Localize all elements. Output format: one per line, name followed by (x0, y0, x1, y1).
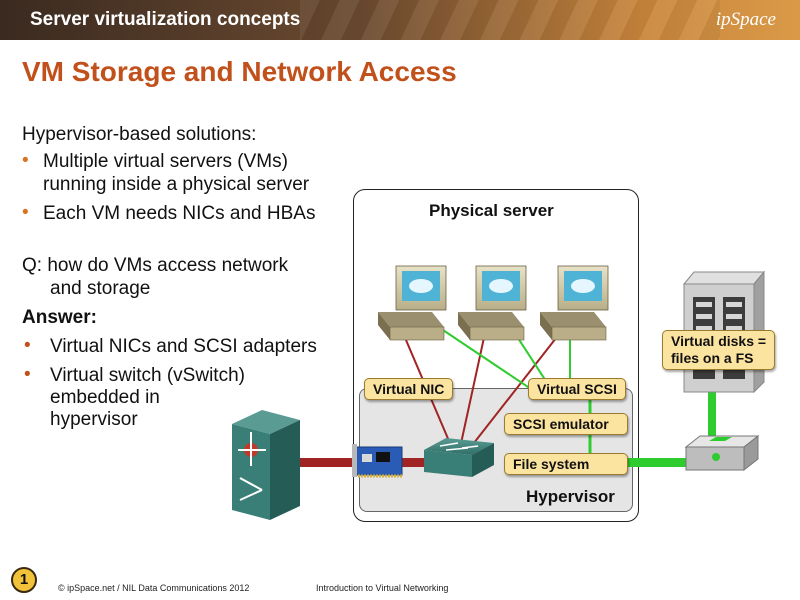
virtual-scsi-label: Virtual SCSI (528, 378, 626, 400)
answer-1-line1: Virtual NICs and SCSI adapters (50, 336, 317, 357)
slide-title: VM Storage and Network Access (22, 56, 457, 87)
answer-bullet-marker: • (24, 364, 31, 385)
uplink-cable (298, 458, 362, 467)
vm-computer-icon (458, 265, 527, 341)
question-line1: Q: how do VMs access network (22, 255, 289, 276)
virtual-disks-line2: files on a FS (671, 350, 754, 366)
storage-switch-icon (684, 434, 760, 472)
scsi-emulator-label: SCSI emulator (504, 413, 628, 435)
answer-label: Answer: (22, 307, 97, 328)
answer-2-line3: hypervisor (50, 409, 138, 430)
virtual-disks-line1: Virtual disks = (671, 333, 767, 349)
section-title: Server virtualization concepts (30, 9, 301, 30)
header-decoration (300, 0, 720, 40)
physical-switch-icon (232, 410, 300, 520)
answer-2-line1: Virtual switch (vSwitch) (50, 365, 245, 386)
virtual-nic-label: Virtual NIC (364, 378, 454, 400)
footer-copyright: © ipSpace.net / NIL Data Communications … (58, 583, 250, 593)
nic-to-vswitch-link (400, 458, 426, 467)
header-bar: Server virtualization concepts ipSpace (0, 0, 800, 40)
hypervisor-label: Hypervisor (526, 487, 615, 506)
san-link (708, 392, 716, 436)
bullet-marker: • (22, 150, 29, 171)
vm-computer-icon (540, 265, 609, 341)
answer-2-line2: embedded in (50, 387, 160, 408)
physical-nic-icon (352, 444, 403, 478)
bullet-2-line1: Each VM needs NICs and HBAs (43, 203, 316, 224)
question-line2: and storage (50, 278, 151, 299)
bullet-1-line1: Multiple virtual servers (VMs) (43, 151, 288, 172)
page-number: 1 (11, 567, 37, 593)
file-system-label: File system (504, 453, 628, 475)
hypervisor-box (359, 388, 633, 512)
bullet-1-line2: running inside a physical server (43, 174, 310, 195)
bullet-marker: • (22, 202, 29, 223)
physical-server-label: Physical server (429, 201, 554, 220)
storage-uplink (626, 458, 688, 467)
virtual-disks-callout: Virtual disks = files on a FS (662, 330, 776, 370)
brand-logo: ipSpace (715, 9, 776, 30)
answer-bullet-marker: • (24, 335, 31, 356)
vswitch-icon (424, 438, 494, 477)
vm-computer-icon (378, 265, 447, 341)
footer-course: Introduction to Virtual Networking (316, 583, 449, 593)
intro-text: Hypervisor-based solutions: (22, 124, 257, 145)
